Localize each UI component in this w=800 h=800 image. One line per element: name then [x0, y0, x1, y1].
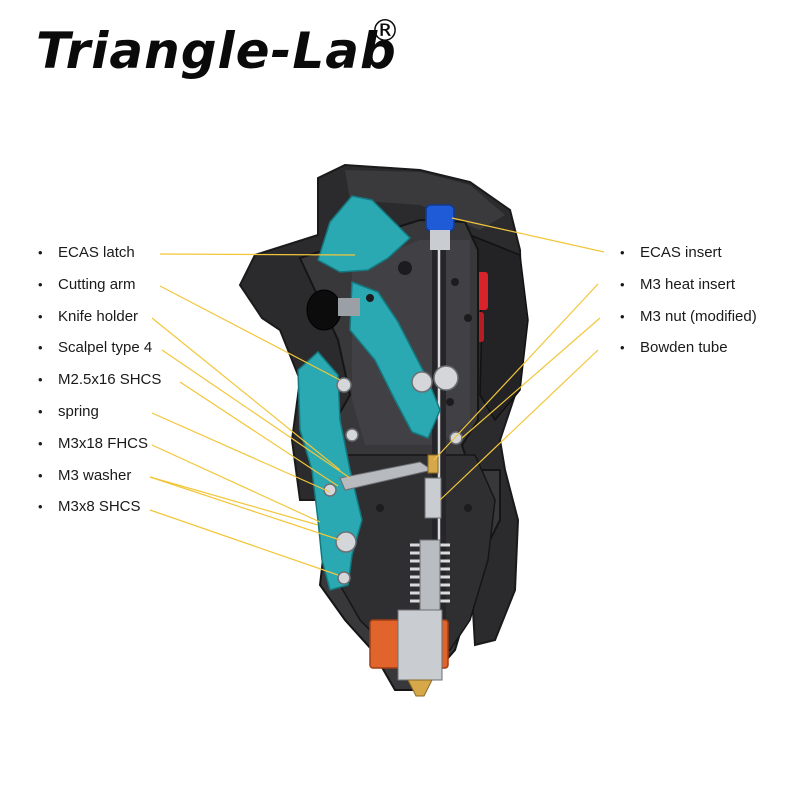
callout-item: • M3 nut (modified) [620, 306, 757, 338]
callout-item: • M3 heat insert [620, 274, 757, 306]
leader-knife-holder [151, 317, 341, 471]
knob-spring [338, 298, 360, 316]
washer [335, 531, 357, 553]
brand-logo: Triangle-Lab® [36, 14, 400, 80]
bullet-icon: • [620, 340, 625, 356]
bullet-icon: • [38, 435, 43, 451]
leader-m25x16 [179, 381, 339, 487]
callout-label: M3 nut (modified) [640, 307, 757, 325]
screw-head [433, 365, 459, 391]
callout-item: • Knife holder [38, 306, 161, 338]
leader-m3-washer-2 [149, 476, 341, 541]
callout-item: • M2.5x16 SHCS [38, 369, 161, 401]
callout-item: • M3x8 SHCS [38, 496, 161, 528]
callout-label: Knife holder [58, 307, 139, 325]
leader-cutting-arm [159, 285, 341, 381]
screw-head [411, 371, 433, 393]
leader-m3x18 [151, 444, 321, 523]
bullet-icon: • [38, 276, 43, 292]
leader-m3x8 [149, 509, 339, 576]
callout-item: • ECAS insert [620, 242, 757, 274]
screw-head [336, 377, 352, 393]
bullet-icon: • [38, 308, 43, 324]
bullet-icon: • [38, 340, 43, 356]
tube-fitting [424, 477, 442, 519]
cutting-arm [349, 280, 441, 439]
callout-label: M3 heat insert [640, 275, 736, 293]
ecas-insert [425, 204, 455, 232]
bullet-icon: • [38, 372, 43, 388]
callout-item: • M3x18 FHCS [38, 433, 161, 465]
bullet-icon: • [38, 403, 43, 419]
bullet-icon: • [38, 467, 43, 483]
screw-head [337, 571, 351, 585]
callout-label: ECAS latch [58, 244, 135, 261]
bullet-icon: • [38, 499, 43, 515]
leader-m3-washer-1 [149, 476, 319, 526]
leader-spring [151, 412, 331, 493]
screws [323, 365, 463, 585]
callout-item: • ECAS latch [38, 242, 161, 274]
callout-label: Bowden tube [640, 339, 728, 357]
callout-item: • M3 washer [38, 465, 161, 497]
callout-label: M3x18 FHCS [58, 434, 149, 452]
leader-ecas-insert [451, 217, 605, 253]
bullet-icon: • [620, 245, 625, 260]
screw-head [345, 428, 359, 442]
callout-item: • Scalpel type 4 [38, 337, 161, 369]
leader-scalpel [161, 349, 351, 479]
callout-label: Scalpel type 4 [58, 339, 153, 357]
callout-label: M2.5x16 SHCS [58, 371, 162, 389]
leader-m3-nut [461, 317, 601, 439]
callout-label: ECAS insert [640, 244, 722, 261]
callouts-right: • ECAS insert • M3 heat insert • M3 nut (mo… [620, 242, 757, 369]
leader-lines [149, 217, 605, 576]
callout-item: • Bowden tube [620, 337, 757, 369]
leader-m3-heat-insert [433, 283, 599, 461]
screw-head [449, 431, 463, 445]
screw-head [323, 483, 337, 497]
callout-item: • spring [38, 401, 161, 433]
leader-ecas-latch [159, 253, 356, 256]
latch-knob [306, 289, 342, 331]
hotend-body [397, 609, 443, 681]
callouts-left: • ECAS latch • Cutting arm • Knife holder •… [38, 242, 161, 528]
heat-insert [427, 454, 439, 474]
callout-label: spring [58, 402, 99, 420]
bullet-icon: • [620, 308, 625, 324]
ecas-latch [317, 195, 412, 273]
rear-housing-facet [345, 170, 505, 230]
brand-name: Triangle-Lab [36, 22, 397, 80]
callout-item: • Cutting arm [38, 274, 161, 306]
callout-label: M3x8 SHCS [58, 498, 141, 516]
callout-label: M3 washer [58, 466, 132, 484]
leader-bowden-tube [439, 349, 599, 501]
nozzle [407, 679, 433, 697]
bullet-icon: • [620, 276, 625, 292]
registered-mark: ® [370, 14, 401, 49]
plate-holes [366, 261, 472, 512]
callout-label: Cutting arm [58, 275, 136, 293]
bullet-icon: • [38, 245, 43, 260]
ecas-insert-collar [430, 230, 450, 250]
